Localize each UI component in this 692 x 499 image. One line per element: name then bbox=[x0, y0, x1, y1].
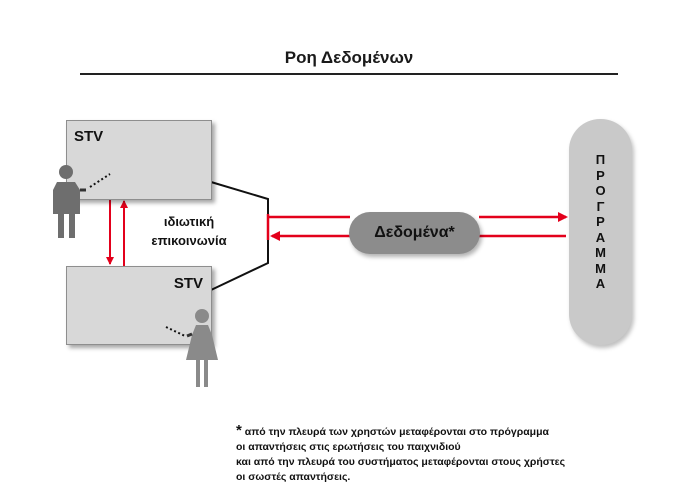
stv-label-top: STV bbox=[74, 128, 104, 145]
program-letter: Ρ bbox=[596, 214, 605, 229]
stv-screen-top: STV bbox=[66, 120, 212, 200]
data-node: Δεδομένα* bbox=[349, 212, 480, 254]
program-letter: Μ bbox=[595, 260, 606, 276]
private-communication-line2: επικοινωνία bbox=[151, 233, 227, 248]
footnote-line2: οι απαντήσεις στις ερωτήσεις του παιχνιδ… bbox=[236, 441, 461, 453]
program-letter: Π bbox=[595, 152, 606, 167]
private-communication-line1: ιδιωτική bbox=[163, 214, 215, 229]
private-communication-label: ιδιωτική επικοινωνία bbox=[134, 212, 244, 250]
program-letter: Α bbox=[595, 276, 606, 291]
program-letter: Ο bbox=[595, 183, 606, 198]
program-letter: Α bbox=[595, 229, 606, 245]
footnote-line1: από την πλευρά των χρηστών μεταφέρονται … bbox=[244, 426, 549, 438]
footnote-line4: οι σωστές απαντήσεις. bbox=[236, 471, 351, 483]
diagram-title: Ροη Δεδομένων bbox=[284, 48, 414, 67]
stv-screen-bottom: STV bbox=[66, 266, 212, 345]
program-letter: Μ bbox=[595, 245, 606, 260]
stv-label-bottom: STV bbox=[173, 275, 203, 292]
footnote-marker: * bbox=[236, 422, 242, 439]
footnote: * από την πλευρά των χρηστών μεταφέροντα… bbox=[236, 423, 686, 485]
footnote-line3: και από την πλευρά του συστήματος μεταφέ… bbox=[236, 456, 566, 468]
title-divider bbox=[80, 73, 618, 75]
program-letter: Γ bbox=[596, 198, 605, 214]
program-letter: Ρ bbox=[596, 167, 605, 183]
